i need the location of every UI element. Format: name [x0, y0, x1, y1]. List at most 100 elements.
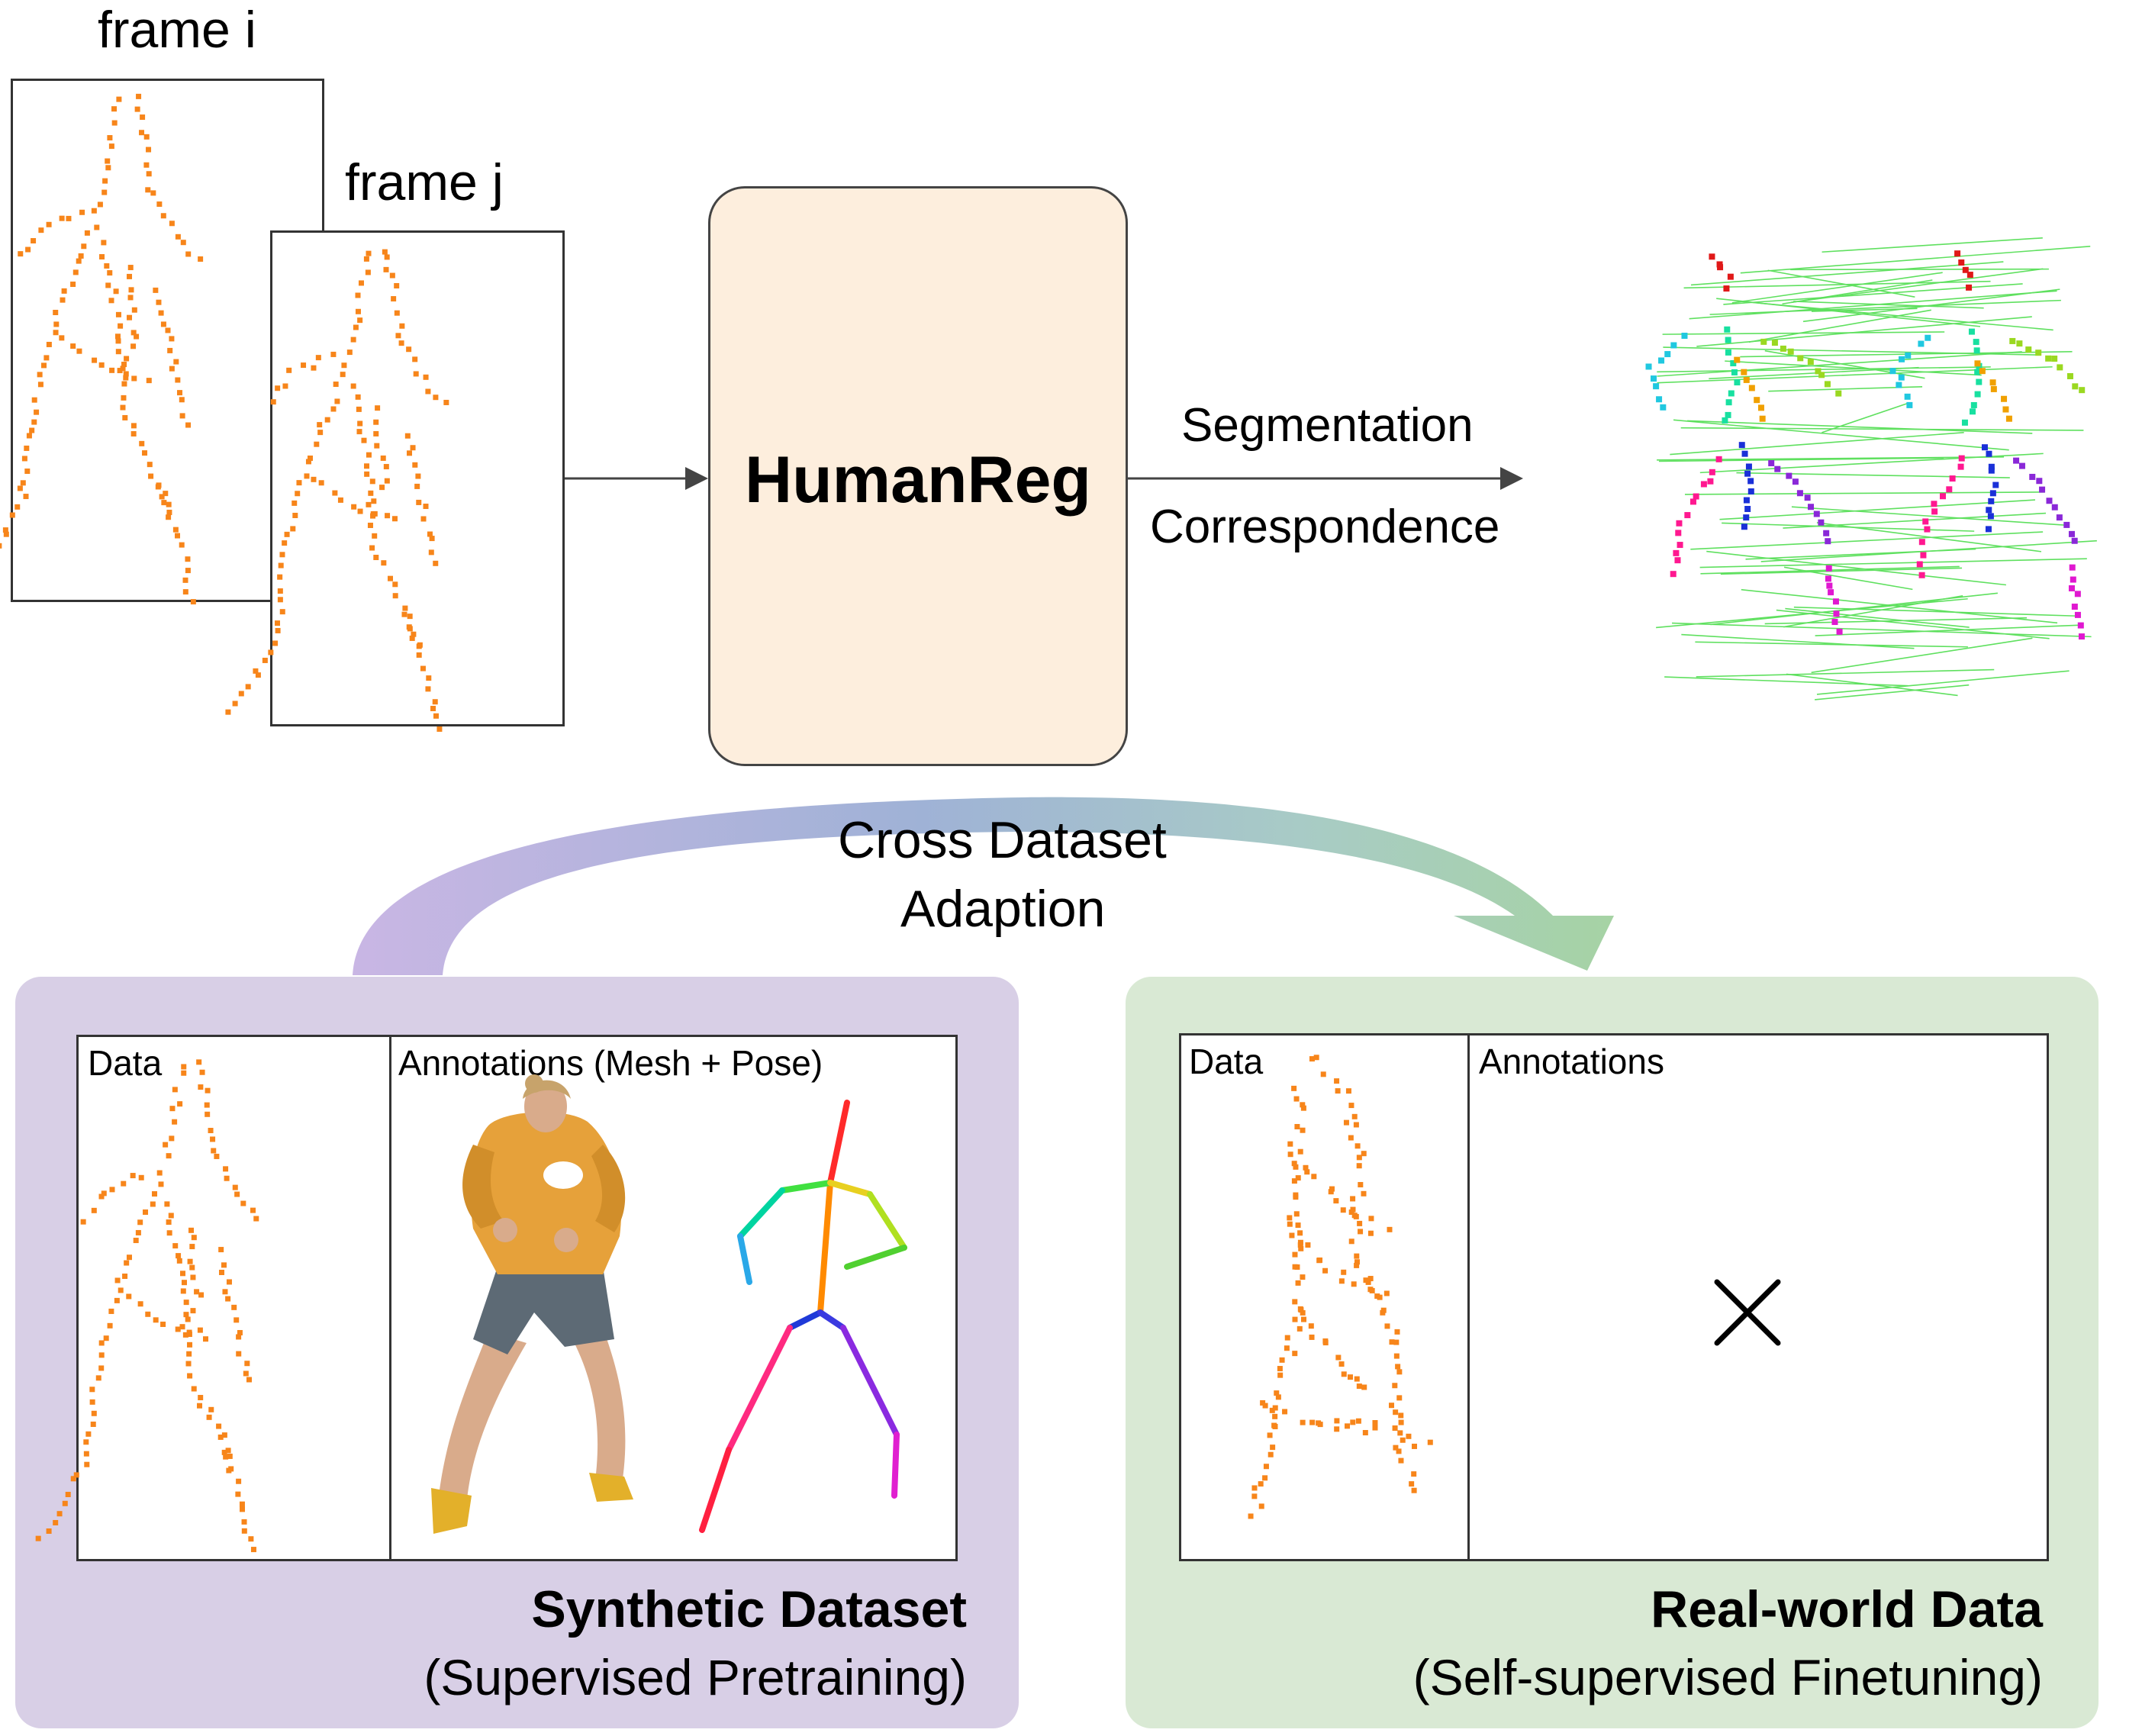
point — [163, 491, 169, 497]
point — [1292, 1351, 1298, 1357]
point — [355, 394, 361, 400]
point — [1357, 1220, 1363, 1226]
point — [1818, 372, 1825, 378]
point — [120, 404, 126, 411]
point — [115, 338, 121, 344]
point — [91, 1410, 97, 1416]
point — [2066, 372, 2073, 379]
point — [1384, 1323, 1390, 1329]
adaption-line-2: Adaption — [900, 880, 1106, 938]
point — [1292, 1299, 1298, 1305]
point — [415, 473, 421, 479]
point — [1361, 1384, 1367, 1390]
point — [420, 516, 427, 522]
point — [182, 589, 188, 595]
point — [24, 468, 31, 474]
point — [413, 371, 419, 377]
point — [410, 445, 416, 451]
correspondence-line — [1790, 268, 2049, 271]
point — [1835, 390, 1842, 397]
point — [389, 272, 395, 279]
point — [124, 1260, 130, 1266]
point — [1338, 1361, 1345, 1367]
point — [270, 399, 276, 405]
point — [2046, 498, 2053, 504]
point — [1411, 1471, 1417, 1477]
point — [311, 476, 317, 482]
point — [38, 227, 44, 234]
point — [122, 1273, 128, 1279]
point — [1350, 1196, 1356, 1202]
point — [114, 333, 121, 340]
point — [37, 382, 43, 388]
point — [433, 395, 439, 401]
point — [250, 1547, 256, 1553]
point — [158, 310, 164, 316]
point — [104, 262, 110, 269]
point — [107, 135, 113, 141]
point — [205, 1111, 211, 1117]
point — [275, 627, 281, 633]
point — [127, 314, 133, 320]
point — [53, 330, 59, 336]
point — [369, 478, 375, 485]
point — [205, 1087, 211, 1093]
point — [425, 388, 431, 395]
correspondence-line — [1657, 366, 1991, 373]
point — [340, 372, 346, 378]
point — [1889, 368, 1896, 375]
point — [1395, 1364, 1401, 1370]
point — [1343, 1119, 1349, 1126]
point — [218, 1247, 224, 1253]
point — [1808, 504, 1815, 510]
point — [1398, 1412, 1404, 1419]
point — [1272, 1413, 1278, 1419]
point — [1338, 1278, 1345, 1284]
point — [357, 508, 363, 514]
point — [1293, 1211, 1300, 1217]
point — [244, 1361, 250, 1367]
point — [1334, 1426, 1340, 1432]
point — [1931, 508, 1938, 515]
correspondence-line — [1690, 261, 2004, 286]
point — [224, 1175, 230, 1181]
point — [37, 372, 43, 378]
point — [121, 362, 127, 368]
point — [1291, 1178, 1297, 1184]
point — [363, 256, 369, 262]
point — [1949, 475, 1956, 482]
point — [356, 429, 362, 435]
point — [1924, 526, 1931, 533]
point — [416, 652, 422, 658]
point — [190, 599, 196, 605]
point — [383, 266, 389, 272]
point — [1248, 1513, 1254, 1519]
point — [311, 365, 317, 371]
point — [1372, 1425, 1378, 1431]
point — [305, 459, 311, 465]
point — [332, 490, 338, 496]
point — [2079, 387, 2086, 394]
realworld-title: Real-world Data — [1651, 1580, 2043, 1638]
correspondence-line — [1785, 607, 1970, 628]
point — [1329, 1186, 1335, 1192]
point — [145, 1311, 151, 1317]
point — [1411, 1487, 1417, 1493]
point — [1918, 340, 1925, 347]
point — [1780, 345, 1786, 352]
point — [1274, 1390, 1280, 1396]
point — [211, 1148, 217, 1154]
point — [188, 1227, 194, 1233]
point — [238, 691, 244, 697]
point — [1707, 478, 1714, 485]
point — [236, 1351, 242, 1357]
point — [1804, 494, 1811, 501]
point — [1966, 272, 1973, 279]
point — [317, 430, 324, 436]
point — [1304, 1169, 1310, 1175]
humanreg-title: HumanReg — [745, 443, 1091, 517]
synthetic-data-label: Data — [88, 1043, 163, 1083]
point — [127, 273, 133, 279]
point — [139, 440, 145, 446]
